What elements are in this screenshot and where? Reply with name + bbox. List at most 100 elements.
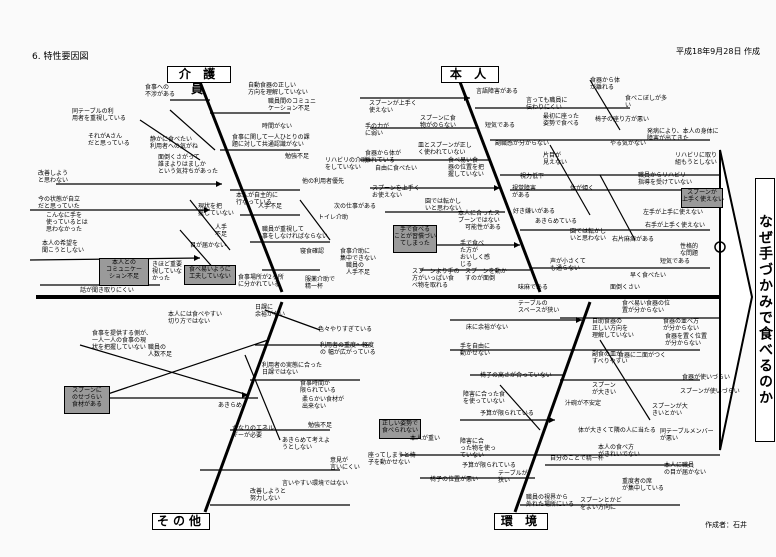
author: 作成者：石井 [705,521,747,529]
cause-label: 体が大きくて隣の人に当たる [578,427,656,434]
highlight-foodstuff: スプーンに のせづらい 食材がある [64,386,110,414]
cause-label: 職員の視界から 外れた場所にいる [526,494,575,508]
cause-label: 本人が重い [410,435,441,442]
cause-label: 好き嫌いがある [513,208,556,215]
cause-label: 副食の皿が すべりやすい [592,351,628,365]
cause-label: 人手 不足 [215,224,228,238]
cause-label: 職員間のコミュニ ケーション不足 [268,98,317,112]
cause-label: 視覚障害 がある [512,185,537,199]
cause-label: 予算が限られている [462,462,516,469]
cause-label: 改善しようと 努力しない [250,488,287,502]
cause-label: あきらめている [535,218,578,225]
cause-label: 意見が 言いにくい [330,457,360,471]
highlight-kufu: 食べ易いように 工夫していない [184,265,236,285]
cause-label: スプーンを動か すのが面倒 [465,268,507,282]
cause-label: 短気である [660,258,690,265]
highlight-communication: 本人との コミュニケー ション不足 [99,258,149,286]
problem-statement: なぜ手づかみで食べるのか [755,178,775,442]
highlight-spoon: スプーンが 上手く使えない [681,188,724,208]
cause-label: 発病により、本人の身体に 障害が出てきた [647,128,719,142]
highlight-posture: 正しい姿勢で 食べられない [379,419,421,439]
cause-label: 静かに食べたい 利用者への気がね [150,136,199,150]
cause-label: あきらめて考えよ うとしない [282,437,331,451]
cause-label: 本人には食べやすい 切り方ではない [168,311,223,325]
bone-kankyo [513,301,592,513]
cause-label: リハビリの介助 をしていない [325,157,368,171]
cause-label: 言っても職員に 伝わりにくい [526,97,568,111]
cause-label: 片目が 見えない [543,152,568,166]
cause-label: 座ってしまうと椅 子を動かせない [368,452,416,466]
cause-label: 面倒くさがって 誰まよりはましか という気持ちがあった [158,154,219,175]
cause-label: 他の利用者優先 [302,178,345,185]
cause-label: 職員の 人手不足 [346,262,371,276]
cause-label: 味麻である [518,284,548,291]
cause-label: 可能性がある [465,224,502,231]
cause-label: 利用者の重度〜軽度 の 幅が広がっている [320,342,376,356]
cause-label: 言語障害がある [476,88,519,95]
cause-label: 椅子の座り方が悪い [595,116,650,123]
cause-label: 現状を把 握していない [198,203,234,217]
bone-sonota [203,301,284,513]
cause-label: 自由に食べたい [375,165,418,172]
category-sonota: その他 [152,513,210,530]
category-honnin: 本 人 [441,66,499,83]
cause-label: 寝食確認 [300,248,325,255]
cause-label: 食事時間が 限られている [300,380,336,394]
cause-label: 短気である [485,122,515,129]
cause-label: 食べ易い食器の位 置が分からない [622,300,671,314]
cause-label: 職員の 人数不足 [148,344,173,358]
cause-label: リハビリに取り 組もうとしない [675,152,718,166]
cause-label: 手で食べ た方が おいしく感 じる [460,240,491,268]
bone-kaigo [198,81,284,293]
cause-label: 体が傾く [570,185,595,192]
page-title: 6. 特性要因図 [32,52,89,62]
cause-label: 食事に関して一人ひとりの課 題に対して共通認識がない [232,134,310,148]
cause-label: 改善しよう と思わない [38,170,69,184]
cause-label: 視力低下 [520,173,545,180]
cause-label: 食べ易い食 器の位置を把 握していない [448,157,485,178]
cause-label: 食器の並べ方 が分からない [663,318,700,332]
cause-label: テーブルの スペースが狭い [518,300,560,314]
cause-label: 声が小さくて も通らない [550,258,586,272]
cause-label: きほど重要 視していな かった [152,261,183,282]
cause-label: スプーンより手の 方がいっぱい食 べ物を取れる [412,268,460,289]
cause-label: 食器を置く位置 が分からない [665,333,708,347]
cause-label: 同テーブルメンバー が悪い [660,428,714,442]
spine-circle [714,241,726,253]
cause-label: 食事場所が2ヶ所 に分かれている [238,274,284,288]
cause-label: 面倒くさい [610,284,641,291]
cause-label: 床に余裕がない [466,324,509,331]
cause-label: 性格的 な問題 [680,243,699,257]
cause-label: スプーンが使いづらい [680,388,740,395]
cause-label: 本人の食べ方 がきれいでない [598,444,640,458]
cause-label: 食器が使いづらい [682,374,731,381]
cause-label: 自分のことで精一杯 [550,455,604,462]
cause-label: 服薬介助で 精一杯 [305,276,336,290]
cause-label: 汁碗が不安定 [565,400,602,407]
cause-label: 利用者の実態に合った 日課ではない [262,362,323,376]
cause-label: 勉強不足 [308,422,333,429]
cause-label: 食器に二面がつく [618,352,667,359]
spine-arrowhead [719,149,754,451]
cause-label: 本人の希望を 聞こうとしない [42,240,85,254]
cause-label: 最初に座った 姿勢で食べる [543,113,580,127]
cause-label: 職員からリハビリ 指導を受けていない [638,172,693,186]
cause-label: あきらめ [218,402,243,409]
cause-label: トイレ介助 [318,214,349,221]
cause-label: 話が聞き取りにくい [80,287,134,294]
cause-label: 椅子の高さが合っていない [480,372,552,379]
cause-label: 右手が上手く使えない [645,222,706,229]
cause-label: 予算が限られている [480,410,534,417]
cause-label: 椅子の位置が悪い [430,476,479,483]
cause-label: 右片麻痺がある [612,236,655,243]
cause-label: 食事介助に 集中できない [340,248,377,262]
cause-label: 本人に合ったス プーンではない [458,210,501,224]
cause-label: それがAさん だと思っている [88,133,130,147]
cause-label: 同テーブルの利 用者を重視している [72,108,126,122]
cause-label: 食器から体が 離れている [365,150,402,164]
cause-label: スプーンに食 物がのらない [420,115,457,129]
cause-label: 勉強不足 [285,153,310,160]
cause-label: 本人に職員 の目が届かない [664,462,707,476]
highlight-habit: 手で食べる ことが習慣づい てしまった [393,225,437,253]
